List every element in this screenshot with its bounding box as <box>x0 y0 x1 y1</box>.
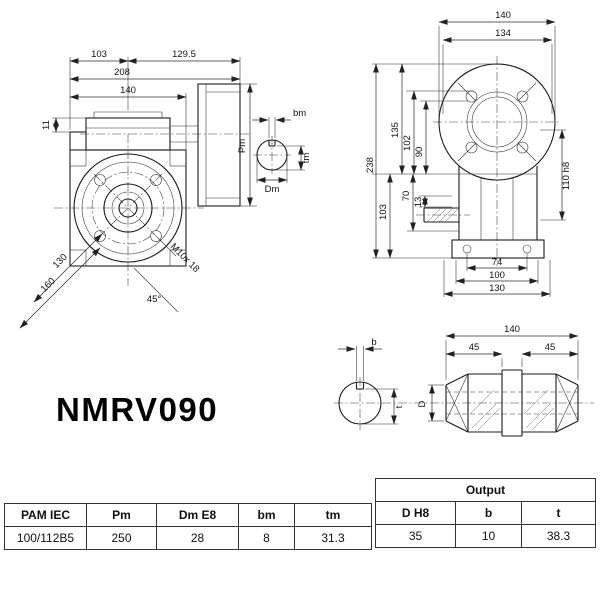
pam-table-value-row: 100/112B5 250 28 8 31.3 <box>4 526 372 550</box>
front-dim-208-label: 208 <box>114 67 130 78</box>
output-table-header-d-h8: D H8 <box>375 501 456 525</box>
dim-dm-label: Dm <box>265 184 280 195</box>
gearbox-side-view: 140 134 238 135 102 90 70 13 103 110 h8 … <box>365 10 572 297</box>
flange-screw-hole <box>516 141 529 154</box>
pam-table-header-pam-iec: PAM IEC <box>4 503 87 527</box>
side-dim-100-label: 100 <box>489 270 505 281</box>
side-dim-140-label: 140 <box>495 10 511 21</box>
side-dim-135-label: 135 <box>390 122 401 138</box>
input-shaft-section: bm tm Dm <box>252 108 312 195</box>
flange-screw-hole <box>465 141 478 154</box>
front-dim-140-label: 140 <box>120 85 136 96</box>
output-table-value-row: 35 10 38.3 <box>375 524 596 548</box>
side-dim-130-label: 130 <box>489 283 505 294</box>
out-dim-140-label: 140 <box>504 324 520 335</box>
angle-45-label: 45° <box>147 294 162 305</box>
output-table-value-b: 10 <box>455 524 522 548</box>
side-dim-102-label: 102 <box>402 135 413 151</box>
model-title: NMRV090 <box>56 391 218 428</box>
dim-b-label: b <box>371 337 376 348</box>
dim-tm-label: tm <box>301 153 312 164</box>
input-shaft-stub <box>416 207 470 223</box>
output-table-header-b: b <box>455 501 522 525</box>
technical-drawing: 103 129.5 208 140 11 Pm 130 160 M10x 18 … <box>19 10 594 437</box>
pam-table: PAM IEC Pm Dm E8 bm tm 100/112B5 250 28 … <box>4 503 372 550</box>
bolt-hole <box>94 174 106 186</box>
output-flange-circle <box>73 153 183 263</box>
side-dim-103-label: 103 <box>378 204 389 220</box>
pam-table-header-dm-e8: Dm E8 <box>156 503 239 527</box>
gearbox-front-view: 103 129.5 208 140 11 Pm 130 160 M10x 18 … <box>19 49 257 329</box>
pam-table-header-bm: bm <box>238 503 295 527</box>
side-dim-238-label: 238 <box>365 157 376 173</box>
pam-table-value-dm-e8: 28 <box>156 526 239 550</box>
pam-table-value-bm: 8 <box>238 526 295 550</box>
output-table-value-t: 38.3 <box>521 524 596 548</box>
thread-callout-label: M10x 18 <box>168 241 202 275</box>
flange-screw-hole <box>516 90 529 103</box>
pam-dimension-table: PAM IEC Pm Dm E8 bm tm 100/112B5 250 28 … <box>4 503 372 550</box>
front-diag-dim-130-label: 130 <box>51 252 70 271</box>
front-dim-103-label: 103 <box>91 49 107 60</box>
pam-table-value-tm: 31.3 <box>294 526 372 550</box>
output-table-title: Output <box>375 478 596 502</box>
pam-table-header-tm: tm <box>294 503 372 527</box>
hollow-output-shaft <box>445 369 579 437</box>
motor-flange-side <box>197 83 241 207</box>
base-bolt-hole <box>462 244 472 254</box>
output-table-header-row: D H8 b t <box>375 501 596 525</box>
base-bolt-hole <box>522 244 532 254</box>
side-dim-70-label: 70 <box>401 191 412 202</box>
pam-table-header-pm: Pm <box>86 503 157 527</box>
dim-bm-label: bm <box>293 108 306 119</box>
front-dim-129-5-label: 129.5 <box>172 49 196 60</box>
output-table-value-d-h8: 35 <box>375 524 456 548</box>
pam-table-header-row: PAM IEC Pm Dm E8 bm tm <box>4 503 372 527</box>
front-dim-pm-label: Pm <box>237 139 248 153</box>
front-diag-dim-160-label: 160 <box>39 276 58 295</box>
pam-table-value-pm: 250 <box>86 526 157 550</box>
output-dimension-table: Output D H8 b t 35 10 38.3 <box>375 478 596 548</box>
pam-table-value-pam-iec: 100/112B5 <box>4 526 87 550</box>
mounting-base <box>451 239 545 259</box>
side-dim-110h8-label: 110 h8 <box>561 162 572 190</box>
output-table-title-row: Output <box>375 478 596 502</box>
bolt-hole <box>150 174 162 186</box>
side-dim-13-label: 13 <box>413 197 424 208</box>
output-table-header-t: t <box>521 501 596 525</box>
dim-d-label: D <box>417 400 428 407</box>
front-dim-11-label: 11 <box>41 120 52 130</box>
side-dim-74-label: 74 <box>492 257 503 268</box>
bolt-hole <box>150 230 162 242</box>
out-dim-45-left-label: 45 <box>469 342 480 353</box>
output-keyway-section: b t <box>338 337 405 425</box>
output-shaft-view: b t <box>334 324 594 437</box>
out-dim-45-right-label: 45 <box>545 342 556 353</box>
side-dim-134-label: 134 <box>495 28 511 39</box>
output-table: Output D H8 b t 35 10 38.3 <box>375 478 596 548</box>
side-flange-circle <box>438 63 556 181</box>
side-dim-90-label: 90 <box>414 147 425 158</box>
worm-housing-top <box>85 117 171 151</box>
dim-t-label: t <box>394 405 405 408</box>
